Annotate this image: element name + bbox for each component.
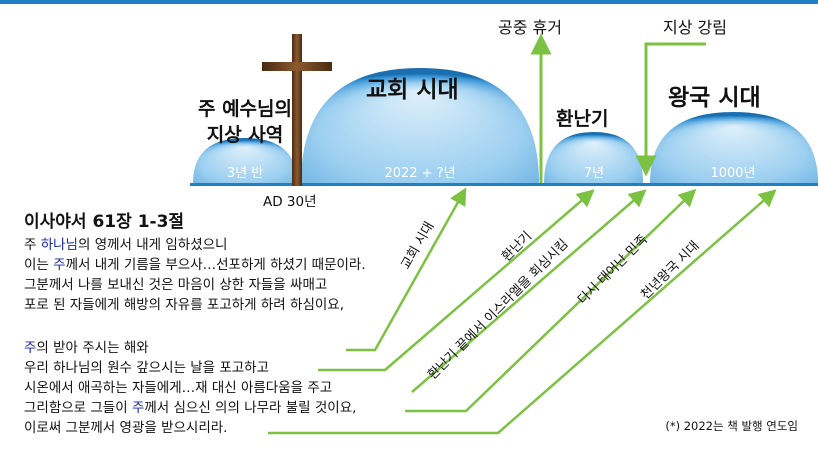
ministry-title-line1: 주 예수님의 <box>197 98 292 120</box>
diag-label-reborn-nation: 다시 태어난 민족 <box>575 232 651 308</box>
second-coming-label: 지상 강림 <box>663 18 727 37</box>
rapture-label: 공중 휴거 <box>498 18 562 37</box>
dome-kingdom <box>650 112 818 183</box>
scripture-paragraph-2: 주의 받아 주시는 해와 우리 하나님의 원수 갚으시는 날을 포고하고 시온에… <box>24 338 356 438</box>
diag-label-millennium: 천년왕국 시대 <box>638 239 702 303</box>
diag-label-tribulation: 환난기 <box>499 229 535 265</box>
scripture-line: 우리 하나님의 원수 갚으시는 날을 포고하고 <box>24 360 270 376</box>
footnote: (*) 2022는 책 발행 연도임 <box>665 419 798 433</box>
connector-church-age <box>346 187 467 352</box>
connector-israel <box>411 189 647 393</box>
scripture-line: 그리함으로 그들이 주께서 심으신 의의 나무라 불릴 것이요, <box>24 400 357 416</box>
tribulation-title: 환난기 <box>556 108 609 130</box>
top-border <box>0 0 818 4</box>
scripture-line: 이는 주께서 내게 기름을 부으사…선포하게 하셨기 때문이라. <box>24 257 366 273</box>
scripture-line: 이로써 그분께서 영광을 받으시리라. <box>24 420 228 436</box>
dome-label-ministry: 3년 반 <box>227 166 263 181</box>
scripture-line: 그분께서 나를 보내신 것은 마음이 상한 자들을 싸매고 <box>24 277 328 293</box>
kingdom-age-title: 왕국 시대 <box>668 85 761 111</box>
dome-label-church: 2022 + ?년 <box>384 166 455 181</box>
scripture-line: 주 하나님의 영께서 내게 임하셨으니 <box>24 237 228 253</box>
scripture-line: 포로 된 자들에게 해방의 자유를 포고하게 하려 하심이요, <box>24 297 344 313</box>
dome-label-kingdom: 1000년 <box>710 166 755 181</box>
dome-tribulation <box>544 132 643 183</box>
ministry-title: 주 예수님의 지상 사역 <box>176 96 314 148</box>
diag-label-israel: 환난기 끝에서 이스라엘을 회심시킴 <box>425 237 571 383</box>
cross-year-label: AD 30년 <box>263 194 317 210</box>
second-coming-arrow <box>635 42 706 177</box>
scripture-line: 시온에서 애곡하는 자들에게…재 대신 아름다움을 주고 <box>24 380 333 396</box>
connector-tribulation <box>318 189 595 372</box>
dome-church <box>301 68 539 183</box>
timeline-baseline <box>190 183 818 186</box>
scripture-line: 주의 받아 주시는 해와 <box>24 340 149 356</box>
cross-icon <box>262 34 332 186</box>
church-age-title: 교회 시대 <box>366 77 459 103</box>
ministry-title-line2: 지상 사역 <box>206 124 284 146</box>
scripture-heading: 이사야서 61장 1-3절 <box>24 212 185 232</box>
connector-millennium <box>268 189 777 435</box>
dome-label-tribulation: 7년 <box>584 166 604 181</box>
dome-ministry <box>193 138 297 183</box>
connector-reborn-nation <box>405 188 697 413</box>
scripture-paragraph-1: 주 하나님의 영께서 내게 임하셨으니 이는 주께서 내게 기름을 부으사…선포… <box>24 235 366 315</box>
diag-label-church-age: 교회 시대 <box>398 219 437 272</box>
